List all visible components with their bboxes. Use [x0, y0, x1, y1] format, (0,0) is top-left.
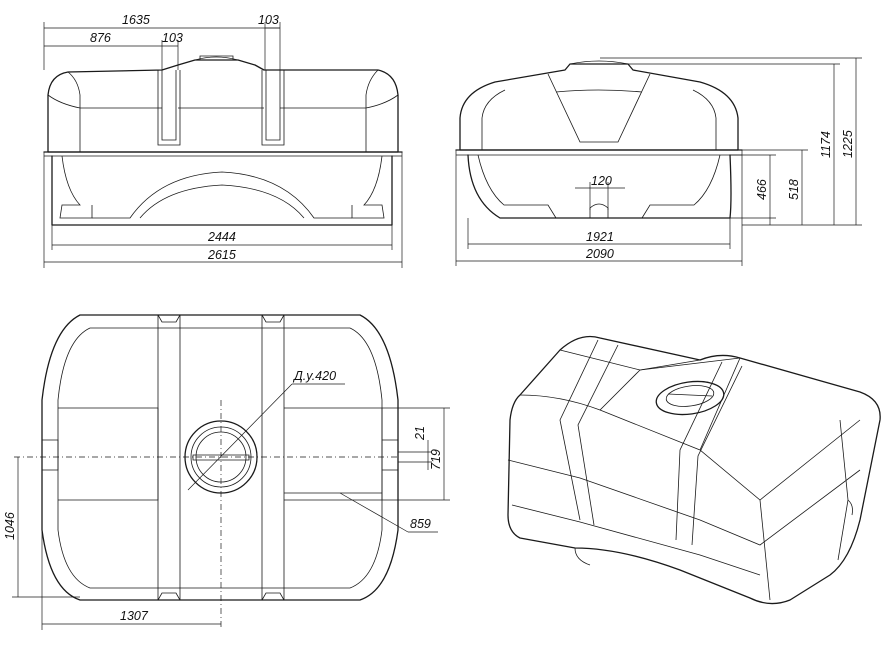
top-dim-719: 719	[429, 449, 443, 470]
top-dim-859: 859	[410, 517, 431, 531]
front-dim-103-left: 103	[162, 31, 183, 45]
top-view-outline	[41, 314, 399, 601]
side-view	[455, 60, 743, 219]
front-dim-876: 876	[90, 31, 111, 45]
side-dim-518: 518	[787, 179, 801, 200]
side-dim-1921: 1921	[586, 230, 614, 244]
side-view-upper-body	[459, 63, 739, 151]
front-dim-103-right: 103	[258, 13, 279, 27]
iso-hatch	[655, 380, 725, 416]
side-dim-2090: 2090	[585, 247, 614, 261]
top-view-dimensions: 21 719 859 1046 1307	[3, 407, 450, 630]
front-dim-1635: 1635	[122, 13, 150, 27]
top-dim-21: 21	[413, 426, 427, 441]
front-view	[43, 55, 403, 226]
iso-outline	[507, 335, 881, 605]
front-view-lower-body	[51, 155, 393, 226]
side-view-dimensions: 120 1921 2090 466 518 1174 1225	[455, 57, 862, 266]
front-dim-2444: 2444	[207, 230, 236, 244]
side-view-lower-body	[467, 154, 732, 219]
side-dim-466: 466	[755, 179, 769, 200]
isometric-view	[507, 335, 881, 605]
side-dim-120: 120	[591, 174, 612, 188]
front-view-dimensions: 1635 103 876 103 2444 2615	[43, 13, 403, 268]
side-dim-1174: 1174	[819, 131, 833, 158]
front-view-upper-body	[47, 59, 399, 153]
top-dim-1046: 1046	[3, 512, 17, 540]
hatch-label: Д.у.420	[292, 369, 336, 383]
front-dim-2615: 2615	[207, 248, 236, 262]
side-dim-1225: 1225	[841, 130, 855, 158]
top-dim-1307: 1307	[120, 609, 149, 623]
top-view: Д.у.420	[14, 314, 400, 630]
